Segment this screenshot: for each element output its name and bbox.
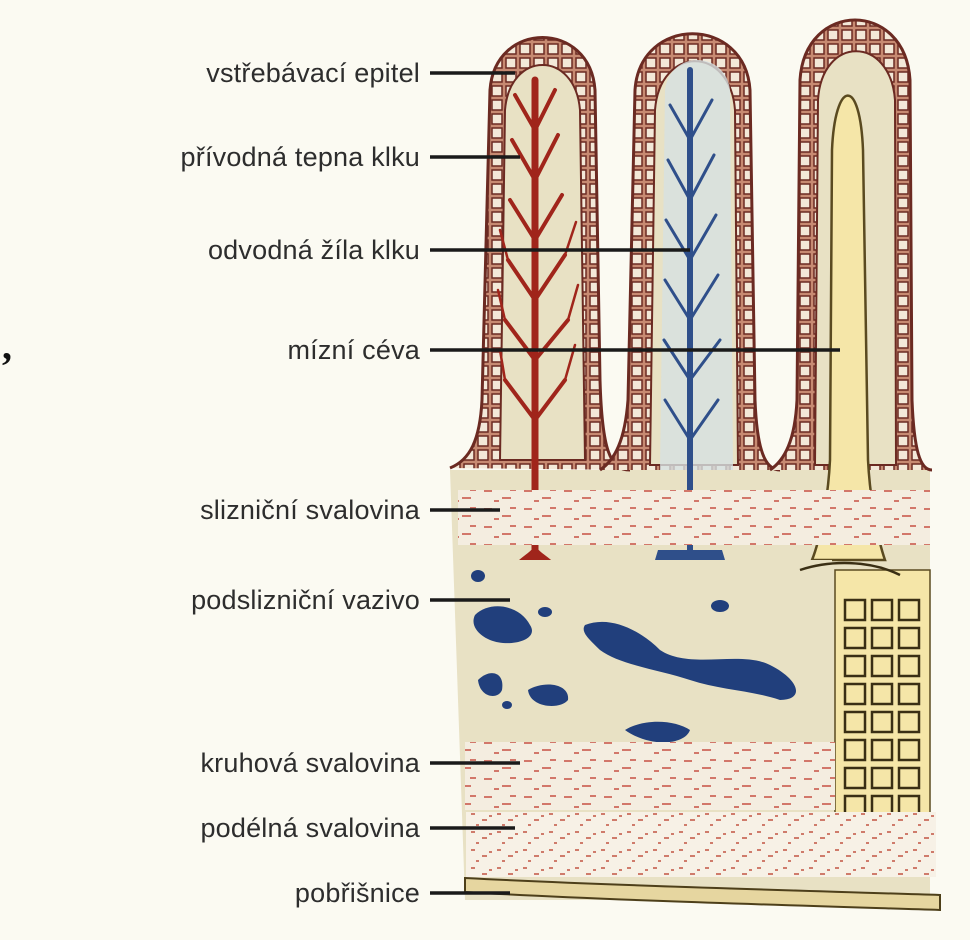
stray-comma-mark: , [2, 322, 12, 369]
label-circular-muscle: kruhová svalovina [200, 748, 420, 778]
label-epithelium: vstřebávací epitel [206, 58, 420, 88]
label-artery: přívodná tepna klku [181, 142, 420, 172]
label-mucosal-muscle: slizniční svalovina [200, 495, 420, 525]
label-submucosa: podslizniční vazivo [191, 585, 420, 615]
circular-muscle-layer [465, 742, 835, 810]
mucosal-muscle-layer [458, 490, 930, 545]
label-vein: odvodná žíla klku [208, 235, 420, 265]
longitudinal-muscle-layer [466, 812, 936, 877]
label-serosa: pobřišnice [295, 878, 420, 908]
vein-base [655, 550, 725, 560]
lymph-network [835, 570, 930, 830]
label-lymph: mízní céva [287, 335, 420, 365]
label-longitudinal-muscle: podélná svalovina [200, 813, 420, 843]
